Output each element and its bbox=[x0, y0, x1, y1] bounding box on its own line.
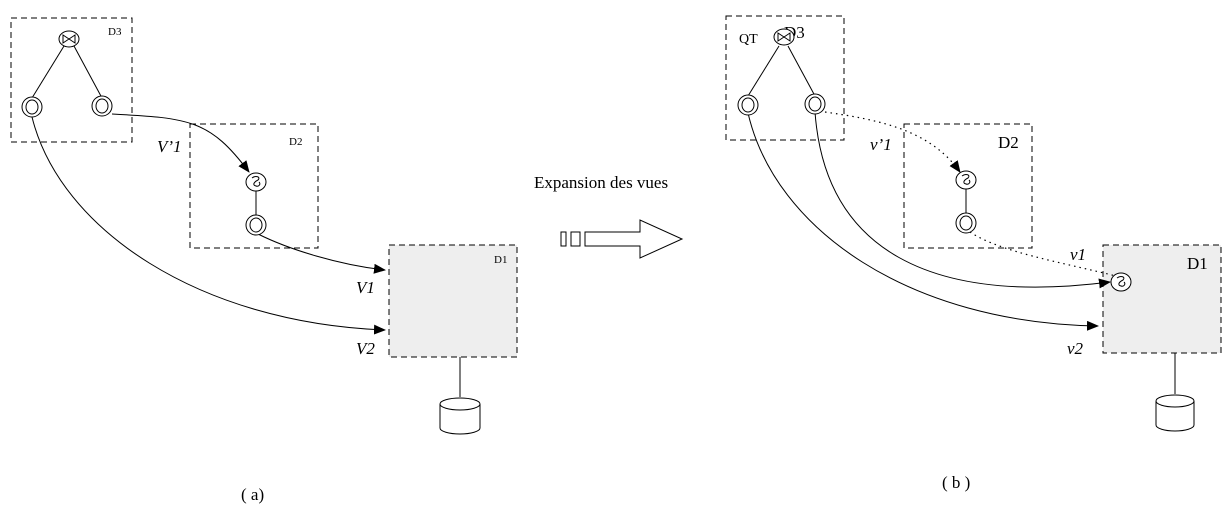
tree-edge-right bbox=[73, 45, 103, 99]
site-box-d3 bbox=[10, 17, 133, 143]
caption-b: ( b ) bbox=[942, 473, 970, 492]
diagram-a: D3 D2 D1 V’1 V1 V2 bbox=[10, 17, 518, 504]
site-label-d2: D2 bbox=[998, 133, 1019, 152]
selection-icon bbox=[955, 170, 977, 190]
tree-edge-left bbox=[747, 45, 780, 97]
arrow-v2 bbox=[747, 112, 1099, 331]
selection-icon bbox=[1110, 272, 1132, 292]
arrow-v2 bbox=[31, 116, 386, 335]
arrow-v1-dotted bbox=[969, 231, 1117, 277]
view-node-icon bbox=[955, 212, 977, 234]
edge-label-v2: V2 bbox=[356, 339, 375, 358]
join-icon bbox=[58, 30, 80, 48]
arrow-tail-bar bbox=[560, 231, 567, 247]
selection-icon bbox=[245, 172, 267, 192]
view-node-icon bbox=[245, 214, 267, 236]
database-icon bbox=[439, 397, 481, 435]
database-icon bbox=[1155, 394, 1195, 432]
arrow-v-prime-1-dotted bbox=[824, 111, 961, 173]
site-box-d2 bbox=[189, 123, 319, 249]
arrow-tail-square bbox=[570, 231, 581, 247]
site-label-d1: D1 bbox=[494, 254, 507, 266]
diagram-b: D3 QT D2 D1 v’1 v1 v2 bbox=[725, 15, 1222, 492]
arrow-v1 bbox=[257, 233, 386, 274]
site-box-d3 bbox=[725, 15, 845, 141]
edge-label-v-prime-1: V’1 bbox=[157, 137, 182, 156]
edge-label-v1: V1 bbox=[356, 278, 375, 297]
view-node-icon bbox=[21, 96, 43, 118]
view-node-icon bbox=[737, 94, 759, 116]
join-icon bbox=[773, 28, 795, 46]
site-label-d2: D2 bbox=[289, 136, 302, 148]
edge-label-v-prime-1: v’1 bbox=[870, 135, 892, 154]
query-tree-label: QT bbox=[739, 32, 758, 47]
arrow-expanded-to-selection bbox=[814, 111, 1111, 289]
view-node-icon bbox=[91, 95, 113, 117]
site-label-d1: D1 bbox=[1187, 254, 1208, 273]
expansion-label: Expansion des vues bbox=[534, 173, 668, 192]
site-box-d2 bbox=[903, 123, 1033, 249]
expansion-transform: Expansion des vues bbox=[534, 173, 684, 259]
expansion-arrow-icon bbox=[584, 219, 684, 259]
site-label-d3: D3 bbox=[108, 26, 122, 38]
caption-a: ( a) bbox=[241, 485, 264, 504]
view-node-icon bbox=[804, 93, 826, 115]
edge-label-v1: v1 bbox=[1070, 245, 1086, 264]
edge-label-v2: v2 bbox=[1067, 339, 1084, 358]
arrow-v-prime-1 bbox=[111, 113, 250, 173]
tree-edge-left bbox=[31, 45, 65, 99]
tree-edge-right bbox=[787, 45, 816, 97]
site-box-d1 bbox=[1102, 244, 1222, 354]
site-box-d1 bbox=[388, 244, 518, 358]
